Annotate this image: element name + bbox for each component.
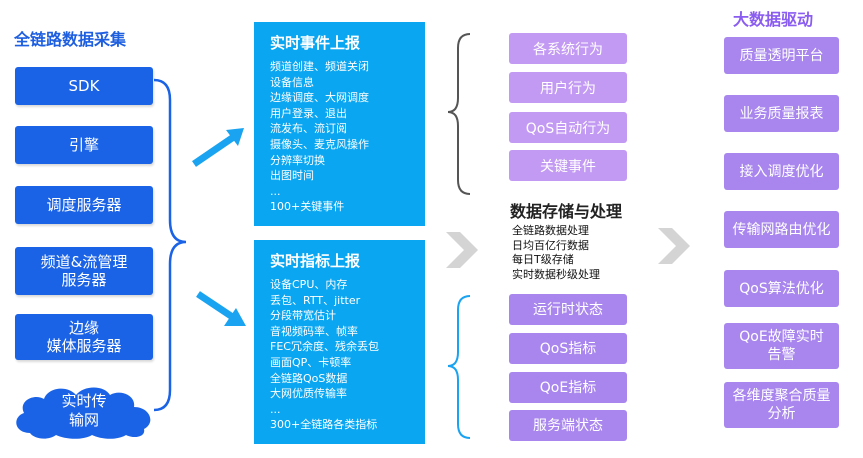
source-sdk: SDK [15,67,153,105]
metric-report-panel: 实时指标上报 设备CPU、内存 丢包、RTT、jitter 分段带宽估计 音视频… [254,240,425,444]
cloud-transport-network: 实时传 输网 [8,381,160,441]
list-item: 丢包、RTT、jitter [270,293,361,307]
list-item: 全链路数据处理 [512,224,589,237]
metric-report-list: 设备CPU、内存 丢包、RTT、jitter 分段带宽估计 音视频码率、帧率 F… [254,277,425,433]
metric-pill-server: 服务端状态 [509,410,627,441]
list-item: 分段带宽估计 [270,309,336,323]
list-item: 边缘调度、大网调度 [270,91,369,105]
list-item: 设备CPU、内存 [270,278,348,291]
bigdata-title: 大数据驱动 [733,10,814,29]
events-bracket [447,33,471,195]
metric-report-title: 实时指标上报 [270,252,361,270]
list-item: ... [270,402,281,416]
bigdata-item-routing: 传输网路由优化 [724,211,839,248]
event-report-list: 频道创建、频道关闭 设备信息 边缘调度、大网调度 用户登录、退出 流发布、流订阅… [254,59,425,215]
list-item: 300+全链路各类指标 [270,418,378,432]
list-item: 100+关键事件 [270,200,345,214]
collection-bracket [153,78,187,412]
event-report-title: 实时事件上报 [270,34,361,52]
event-pill-key: 关键事件 [509,150,627,181]
metric-pill-qos: QoS指标 [509,333,627,364]
event-pill-qos: QoS自动行为 [509,112,627,143]
bigdata-item-qoe-alert: QoE故障实时 告警 [724,323,839,369]
list-item: 音视频码率、帧率 [270,324,358,338]
list-item: 摄像头、麦克风操作 [270,137,369,151]
storage-desc: 全链路数据处理 日均百亿行数据 每日T级存储 实时数据秒级处理 [512,224,600,282]
bigdata-item-scheduling: 接入调度优化 [724,153,839,190]
source-engine: 引擎 [15,126,153,164]
bigdata-item-report: 业务质量报表 [724,95,839,132]
metric-pill-runtime: 运行时状态 [509,294,627,325]
collection-title: 全链路数据采集 [14,30,127,49]
arrow-down-icon [196,291,246,326]
source-scheduler: 调度服务器 [15,186,153,224]
bigdata-item-transparency: 质量透明平台 [724,37,839,74]
arrow-up-icon [192,128,244,167]
metric-pill-qoe: QoE指标 [509,372,627,403]
source-channel-stream: 频道&流管理 服务器 [15,247,153,295]
list-item: 实时数据秒级处理 [512,267,600,281]
list-item: 频道创建、频道关闭 [270,60,369,73]
list-item: 全链路QoS数据 [270,371,348,385]
cloud-icon [16,387,151,439]
chevron-right-icon [446,232,478,268]
chevron-right-icon [658,228,690,264]
list-item: 用户登录、退出 [270,106,347,120]
event-pill-user: 用户行为 [509,72,627,103]
bigdata-item-qos-algorithm: QoS算法优化 [724,270,839,307]
list-item: 大网优质传输率 [270,387,347,401]
list-item: 每日T级存储 [512,253,574,266]
list-item: 出图时间 [270,169,314,183]
storage-title: 数据存储与处理 [510,202,623,221]
list-item: 分辨率切换 [270,153,325,167]
list-item: 日均百亿行数据 [512,238,589,252]
list-item: 流发布、流订阅 [270,122,347,136]
list-item: FEC冗余度、残余丢包 [270,340,379,354]
event-pill-systems: 各系统行为 [509,33,627,64]
list-item: 画面QP、卡顿率 [270,355,352,369]
event-report-panel: 实时事件上报 频道创建、频道关闭 设备信息 边缘调度、大网调度 用户登录、退出 … [254,22,425,226]
source-edge-media: 边缘 媒体服务器 [15,314,153,360]
cloud-label: 实时传 输网 [61,392,107,429]
list-item: ... [270,184,281,198]
metrics-bracket [447,295,471,439]
bigdata-item-aggregation: 各维度聚合质量 分析 [724,382,839,428]
list-item: 设备信息 [270,75,314,89]
